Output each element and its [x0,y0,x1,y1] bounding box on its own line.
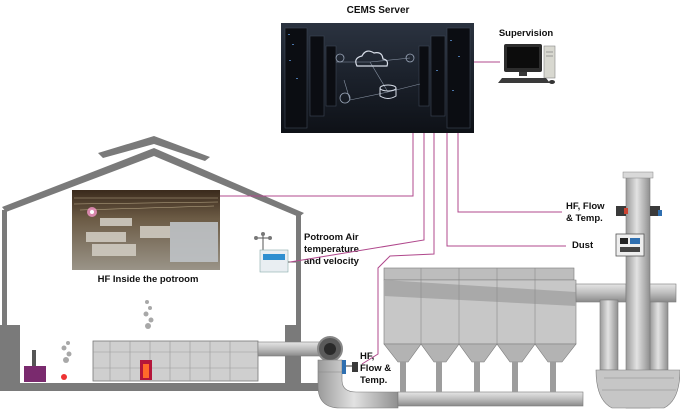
svg-text:Temp.: Temp. [360,375,387,386]
link-duct-sensor [361,133,435,365]
svg-text:Potroom Air: Potroom Air [304,232,359,243]
duct-hf-flow-temp-label: HF, Flow & Temp. [360,351,391,386]
desktop-computer-icon [498,44,556,84]
duct-system [257,336,584,409]
hf-inside-potroom-label: HF Inside the potroom [98,274,199,285]
cloud-icon [355,50,389,67]
cems-server-label: CEMS Server [347,5,410,16]
database-icon [379,84,397,99]
anemometer-icon [254,232,296,273]
cems-server: CEMS Server [281,5,474,133]
potroom-air-label: Potroom Air temperature and velocity [304,232,360,267]
link-dust [446,133,566,247]
dust-monitor-icon [615,233,645,257]
pot-line [92,340,259,382]
svg-text:temperature: temperature [304,244,359,255]
svg-text:Flow &: Flow & [360,363,391,374]
filter-unit [383,267,677,392]
svg-text:& Temp.: & Temp. [566,213,603,224]
link-potroom-hf [220,133,414,197]
svg-text:and velocity: and velocity [304,256,360,267]
supervision-label: Supervision [499,28,554,39]
stack [595,171,680,409]
dust-label: Dust [572,240,594,251]
link-potroom-air [289,133,425,263]
smoke-icon [61,300,154,363]
potroom-building [0,136,320,391]
svg-text:HF,: HF, [360,351,374,362]
signal-lines [220,133,566,365]
stack-hf-flow-temp-label: HF, Flow & Temp. [566,201,605,224]
supervision-workstation: Supervision [498,28,556,84]
pot-icon [24,350,67,382]
svg-text:HF, Flow: HF, Flow [566,201,605,212]
link-stack-hf [457,133,562,213]
sensor-icon [342,360,358,374]
sensor-icon [616,206,662,216]
potroom-photo: HF Inside the potroom [72,190,220,285]
